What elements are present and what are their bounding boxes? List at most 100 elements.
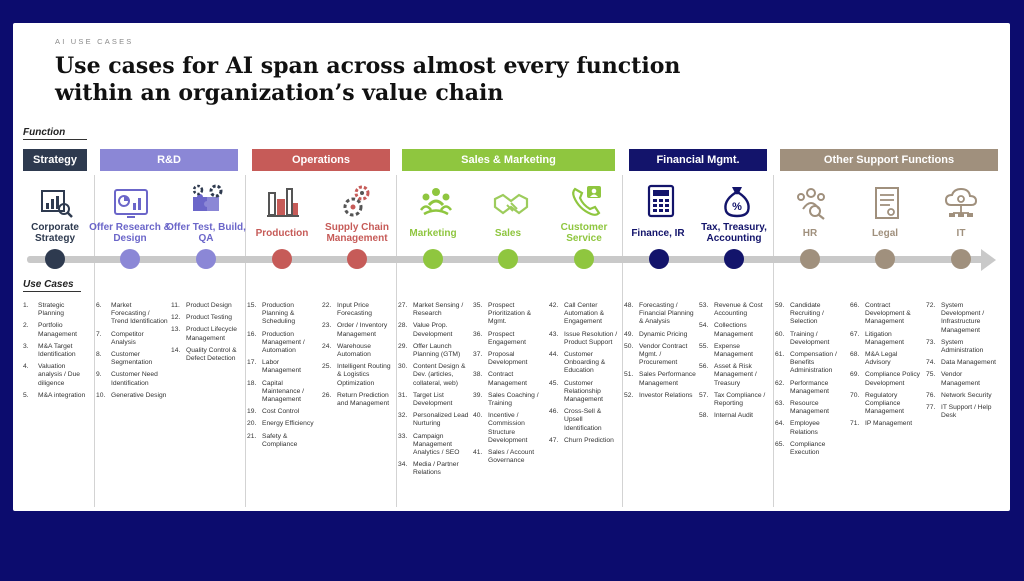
timeline-dot xyxy=(45,249,65,269)
slide-title: Use cases for AI span across almost ever… xyxy=(55,53,680,107)
use-case-number: 51. xyxy=(624,371,634,379)
use-case-number: 77. xyxy=(926,404,936,412)
process-finance-ir: Finance, IR xyxy=(631,228,685,239)
use-case-text: Revenue & Cost Accounting xyxy=(714,302,763,318)
use-case-number: 56. xyxy=(699,363,709,371)
use-case-text: Capital Maintenance / Management xyxy=(262,379,305,404)
use-case-item: 51.Sales Performance Management xyxy=(624,371,696,387)
use-case-item: 25.Intelligent Routing & Logistics Optim… xyxy=(322,363,394,388)
use-case-number: 43. xyxy=(549,330,559,338)
use-case-number: 32. xyxy=(398,412,408,420)
timeline-dot xyxy=(120,249,140,269)
use-case-text: Regulatory Compliance Management xyxy=(865,391,905,416)
use-case-text: Cost Control xyxy=(262,408,300,416)
use-case-item: 77.IT Support / Help Desk xyxy=(926,404,1002,420)
factory-icon xyxy=(265,185,301,221)
use-case-text: Personalized Lead Nurturing xyxy=(413,412,469,428)
slide: AI USE CASES Use cases for AI span acros… xyxy=(13,23,1010,511)
use-case-item: 56.Asset & Risk Management / Treasury xyxy=(699,363,771,388)
use-case-number: 8. xyxy=(96,351,102,359)
use-case-number: 64. xyxy=(775,420,785,428)
use-case-number: 72. xyxy=(926,302,936,309)
use-case-text: Vendor Management xyxy=(941,371,981,387)
use-case-text: Dynamic Pricing xyxy=(639,330,688,338)
use-case-item: 17.Labor Management xyxy=(247,359,319,375)
use-case-item: 33.Campaign Management Analytics / SEO xyxy=(398,433,470,458)
use-case-number: 62. xyxy=(775,379,785,387)
svg-text:%: % xyxy=(732,201,742,213)
use-case-item: 40.Incentive / Commission Structure Deve… xyxy=(473,412,545,445)
use-case-item: 48.Forecasting / Financial Planning & An… xyxy=(624,302,696,327)
finance-calculator-icon xyxy=(643,183,679,219)
use-case-number: 46. xyxy=(549,408,559,416)
use-case-number: 69. xyxy=(850,371,860,379)
use-case-text: Valuation analysis / Due diligence xyxy=(38,363,81,387)
use-case-text: Value Prop. Development xyxy=(413,322,453,338)
use-case-text: Data Management xyxy=(941,359,997,367)
use-case-text: Internal Audit xyxy=(714,412,754,420)
use-case-number: 44. xyxy=(549,351,559,359)
use-case-text: Market Sensing / Research xyxy=(413,302,464,318)
use-case-number: 9. xyxy=(96,371,102,379)
use-case-text: Customer Relationship Management xyxy=(564,379,604,404)
use-case-text: Litigation Management xyxy=(865,330,905,346)
use-case-item: 72.System Development / Infrastructure M… xyxy=(926,302,1002,335)
supply-gears-icon xyxy=(340,183,376,219)
use-case-item: 38.Contract Management xyxy=(473,371,545,387)
use-case-text: M&A Legal Advisory xyxy=(865,351,898,367)
use-case-item: 19.Cost Control xyxy=(247,408,319,416)
use-case-number: 45. xyxy=(549,379,559,387)
use-case-item: 43.Issue Resolution / Product Support xyxy=(549,331,621,347)
use-case-item: 18.Capital Maintenance / Management xyxy=(247,380,319,405)
header-rd: R&D xyxy=(100,149,238,171)
process-hr: HR xyxy=(802,228,818,239)
use-case-item: 63.Resource Management xyxy=(775,400,847,416)
use-case-number: 13. xyxy=(171,326,181,334)
use-case-item: 9.Customer Need Identification xyxy=(96,371,168,387)
use-case-number: 23. xyxy=(322,322,332,330)
use-case-item: 22.Input Price Forecasting xyxy=(322,302,394,318)
use-case-text: Forecasting / Financial Planning & Analy… xyxy=(639,302,694,326)
use-case-number: 60. xyxy=(775,330,785,338)
use-case-number: 5. xyxy=(23,391,29,399)
use-case-item: 67.Litigation Management xyxy=(850,331,922,347)
use-case-number: 31. xyxy=(398,391,408,399)
use-case-item: 55.Expense Management xyxy=(699,343,771,359)
use-case-number: 76. xyxy=(926,391,936,399)
use-case-list: 48.Forecasting / Financial Planning & An… xyxy=(624,302,696,404)
use-case-number: 38. xyxy=(473,371,483,379)
use-case-text: IP Management xyxy=(865,420,913,428)
use-case-item: 54.Collections Management xyxy=(699,322,771,338)
use-case-item: 8.Customer Segmentation xyxy=(96,351,168,367)
use-case-text: Energy Efficiency xyxy=(262,420,314,428)
use-case-item: 21.Safety & Compliance xyxy=(247,433,319,449)
use-case-text: Input Price Forecasting xyxy=(337,302,372,318)
use-case-item: 66.Contract Development & Management xyxy=(850,302,922,327)
timeline-dot xyxy=(951,249,971,269)
use-case-item: 30.Content Design & Dev. (articles, coll… xyxy=(398,363,470,388)
use-case-item: 15.Production Planning & Scheduling xyxy=(247,302,319,327)
use-case-number: 30. xyxy=(398,363,408,371)
function-underline xyxy=(23,139,87,140)
money-bag-icon: % xyxy=(719,183,755,219)
use-case-text: Offer Launch Planning (GTM) xyxy=(413,342,461,359)
use-case-item: 5.M&A integration xyxy=(23,392,89,400)
use-case-item: 4.Valuation analysis / Due diligence xyxy=(23,363,89,388)
use-case-item: 10.Generative Design xyxy=(96,392,168,400)
use-case-item: 73.System Administration xyxy=(926,339,1002,355)
timeline-dot xyxy=(196,249,216,269)
use-case-item: 29.Offer Launch Planning (GTM) xyxy=(398,343,470,359)
use-case-number: 33. xyxy=(398,432,408,440)
use-case-item: 32. Personalized Lead Nurturing xyxy=(398,412,470,428)
use-case-text: Media / Partner Relations xyxy=(413,461,459,477)
use-case-number: 39. xyxy=(473,391,483,399)
use-case-item: 35.Prospect Prioritization & Mgmt. xyxy=(473,302,545,327)
use-case-number: 25. xyxy=(322,363,332,371)
use-case-item: 53.Revenue & Cost Accounting xyxy=(699,302,771,318)
use-case-number: 73. xyxy=(926,338,936,346)
use-case-text: Generative Design xyxy=(111,391,167,399)
